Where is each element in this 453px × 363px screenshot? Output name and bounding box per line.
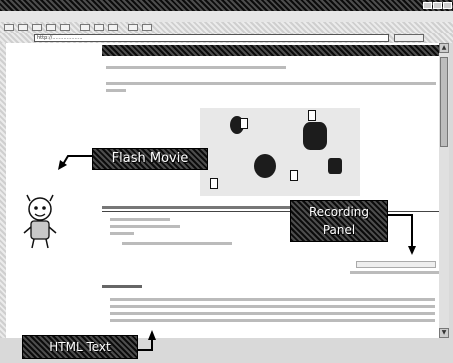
maximize-button[interactable] [433,2,442,9]
page-content [6,43,439,338]
scroll-up-button[interactable]: ▲ [439,43,449,53]
address-input[interactable]: http://................... [34,34,389,42]
stop-button[interactable] [32,24,42,31]
flash-label-1[interactable] [240,118,248,129]
flash-figure-4 [328,158,342,174]
home-button[interactable] [60,24,70,31]
flash-movie-callout: Flash Movie [92,148,208,170]
section1-title-bar [102,206,302,209]
back-button[interactable] [4,24,14,31]
section1-rule [102,211,439,212]
paragraph-line-2 [106,89,126,92]
html-text-callout: HTML Text [22,335,138,359]
vertical-scrollbar[interactable]: ▲ ▼ [439,43,449,338]
flash-label-3[interactable] [210,178,218,189]
flash-figure-3 [254,154,276,178]
flash-label-4[interactable] [290,170,298,181]
menu-bar [0,11,453,22]
section2-bullet-4 [110,319,435,322]
minimize-button[interactable] [423,2,432,9]
section2-bullet-2 [110,305,435,308]
paragraph-line-1 [106,82,436,85]
recording-panel-callout: Recording Panel [290,200,388,242]
close-button[interactable] [443,2,452,9]
section1-bullet-1 [110,218,170,221]
intro-line [106,66,286,69]
history-button[interactable] [108,24,118,31]
mail-button[interactable] [128,24,138,31]
links-button[interactable] [428,34,450,42]
scroll-down-button[interactable]: ▼ [439,328,449,338]
section1-bullet-2 [110,225,180,228]
mascot-icon [23,194,57,249]
address-bar: http://................... [0,33,453,43]
section2-title-bar [102,285,142,288]
forward-button[interactable] [18,24,28,31]
sub-link-1[interactable] [356,261,436,268]
section2-bullet-1 [110,298,435,301]
print-button[interactable] [142,24,152,31]
sub-link-2[interactable] [350,271,439,274]
section1-bullet-4 [122,242,232,245]
go-button[interactable] [394,34,424,42]
refresh-button[interactable] [46,24,56,31]
title-bar [0,0,453,11]
search-button[interactable] [80,24,90,31]
section2-bullet-3 [110,312,435,315]
section1-bullet-3 [110,232,134,235]
left-gutter [0,43,6,338]
flash-label-2[interactable] [308,110,316,121]
page-header [102,45,439,56]
flash-movie-area[interactable] [200,108,360,196]
flash-figure-2 [303,122,327,150]
scroll-thumb[interactable] [440,57,448,147]
toolbar [0,22,453,33]
favorites-button[interactable] [94,24,104,31]
